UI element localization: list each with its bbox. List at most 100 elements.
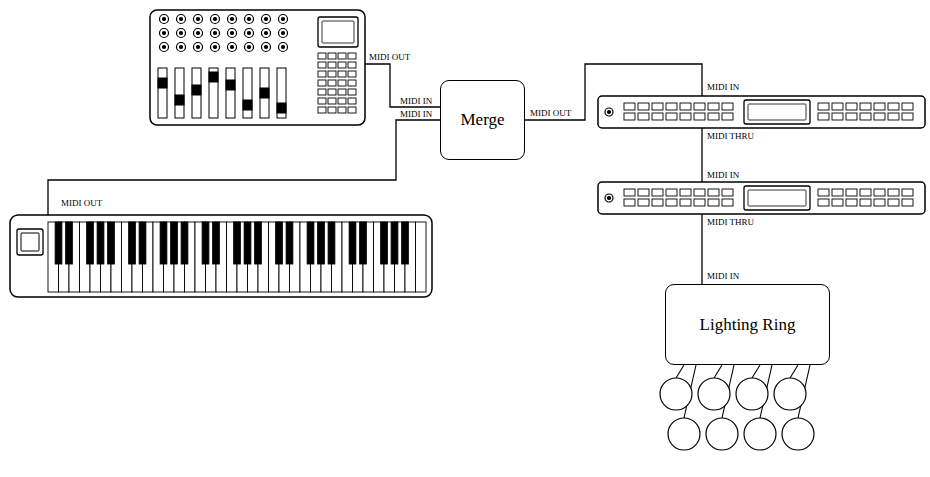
rack-button [680, 103, 691, 110]
mixer-button [318, 71, 326, 77]
mixer-knob-dot [163, 18, 166, 21]
mixer-fader-slot [175, 68, 184, 118]
black-key [244, 222, 251, 264]
mixer-knob [228, 29, 237, 38]
port-label: MIDI OUT [60, 198, 103, 208]
port-label: MIDI THRU [706, 217, 755, 227]
rack-button [694, 103, 705, 110]
rack-button [846, 189, 857, 196]
light-lamp [782, 418, 814, 450]
rack-button [652, 103, 663, 110]
mixer-button [318, 80, 326, 86]
port-label: MIDI IN [706, 82, 740, 92]
mixer-knob [194, 15, 203, 24]
mixer-knob [160, 43, 169, 52]
rack-button [832, 199, 843, 206]
rack-module [598, 182, 925, 214]
rack-button [666, 103, 677, 110]
rack-button [666, 113, 677, 120]
rack-button [860, 103, 871, 110]
rack-button [638, 113, 649, 120]
rack-button [624, 113, 635, 120]
mixer-button [328, 98, 336, 104]
mixer-knob [262, 43, 271, 52]
black-key [381, 222, 388, 264]
mixer-knob-dot [248, 46, 251, 49]
rack-button [902, 189, 913, 196]
mixer-button [318, 62, 326, 68]
mixer-button [348, 98, 356, 104]
light-lamp [736, 378, 768, 410]
light-lamp [774, 378, 806, 410]
rack-button [902, 103, 913, 110]
rack-button [722, 103, 733, 110]
mixer-knob-dot [282, 46, 285, 49]
mixer-button [338, 53, 346, 59]
port-label: MIDI IN [399, 96, 433, 106]
mixer-button [348, 62, 356, 68]
rack-button [624, 103, 635, 110]
mixer-fader-slot [277, 68, 286, 118]
mixer-knob [228, 43, 237, 52]
mixer-knob [245, 43, 254, 52]
mixer-knob [160, 15, 169, 24]
black-key [108, 222, 115, 264]
mixer-fader-slot [192, 68, 201, 118]
mixer-knob-dot [214, 32, 217, 35]
mixer-knob-dot [180, 32, 183, 35]
rack-knob-dot [608, 197, 611, 200]
mixer-button [348, 107, 356, 113]
black-key [171, 222, 178, 264]
rack-display-inner [748, 104, 806, 120]
mixer-fader-handle [260, 88, 269, 98]
device-name: Merge [460, 110, 504, 130]
rack-button [846, 199, 857, 206]
mixer-knob [279, 15, 288, 24]
mixer-button [328, 107, 336, 113]
keyboard-pad-inner [21, 233, 39, 251]
mixer-knob [194, 43, 203, 52]
light-cable [714, 365, 722, 378]
mixer-button [348, 53, 356, 59]
midi-cable [365, 64, 440, 107]
mixer-fader-slot [243, 68, 252, 118]
mixer-button [348, 89, 356, 95]
mixer-knob [228, 15, 237, 24]
rack-button [818, 113, 829, 120]
mixer-fader-handle [277, 103, 286, 113]
rack-button [888, 103, 899, 110]
mixer-button [338, 107, 346, 113]
white-key [416, 222, 427, 292]
black-key [286, 222, 293, 264]
light-cable [790, 365, 798, 378]
mixer-knob-dot [214, 46, 217, 49]
rack-button [652, 113, 663, 120]
black-key [160, 222, 167, 264]
mixer-knob-dot [248, 32, 251, 35]
mixer-knob-dot [282, 32, 285, 35]
mixer-knob [194, 29, 203, 38]
mixer-knob-dot [163, 46, 166, 49]
mixer-knob [262, 29, 271, 38]
mixer-button [318, 107, 326, 113]
device-box: Merge [440, 80, 525, 160]
mixer-knob-dot [197, 32, 200, 35]
rack-button [680, 189, 691, 196]
port-label: MIDI IN [706, 271, 740, 281]
mixer-knob-dot [265, 46, 268, 49]
black-key [129, 222, 136, 264]
light-cable [676, 365, 684, 378]
light-lamp [698, 378, 730, 410]
mixer-button [348, 80, 356, 86]
port-label: MIDI IN [399, 109, 433, 119]
rack-button [680, 113, 691, 120]
mixer-knob [211, 29, 220, 38]
port-label: MIDI IN [706, 170, 740, 180]
mixer-knob-dot [163, 32, 166, 35]
rack-button [888, 189, 899, 196]
mixer-button [328, 53, 336, 59]
rack-button [818, 199, 829, 206]
mixer-body [150, 10, 365, 125]
